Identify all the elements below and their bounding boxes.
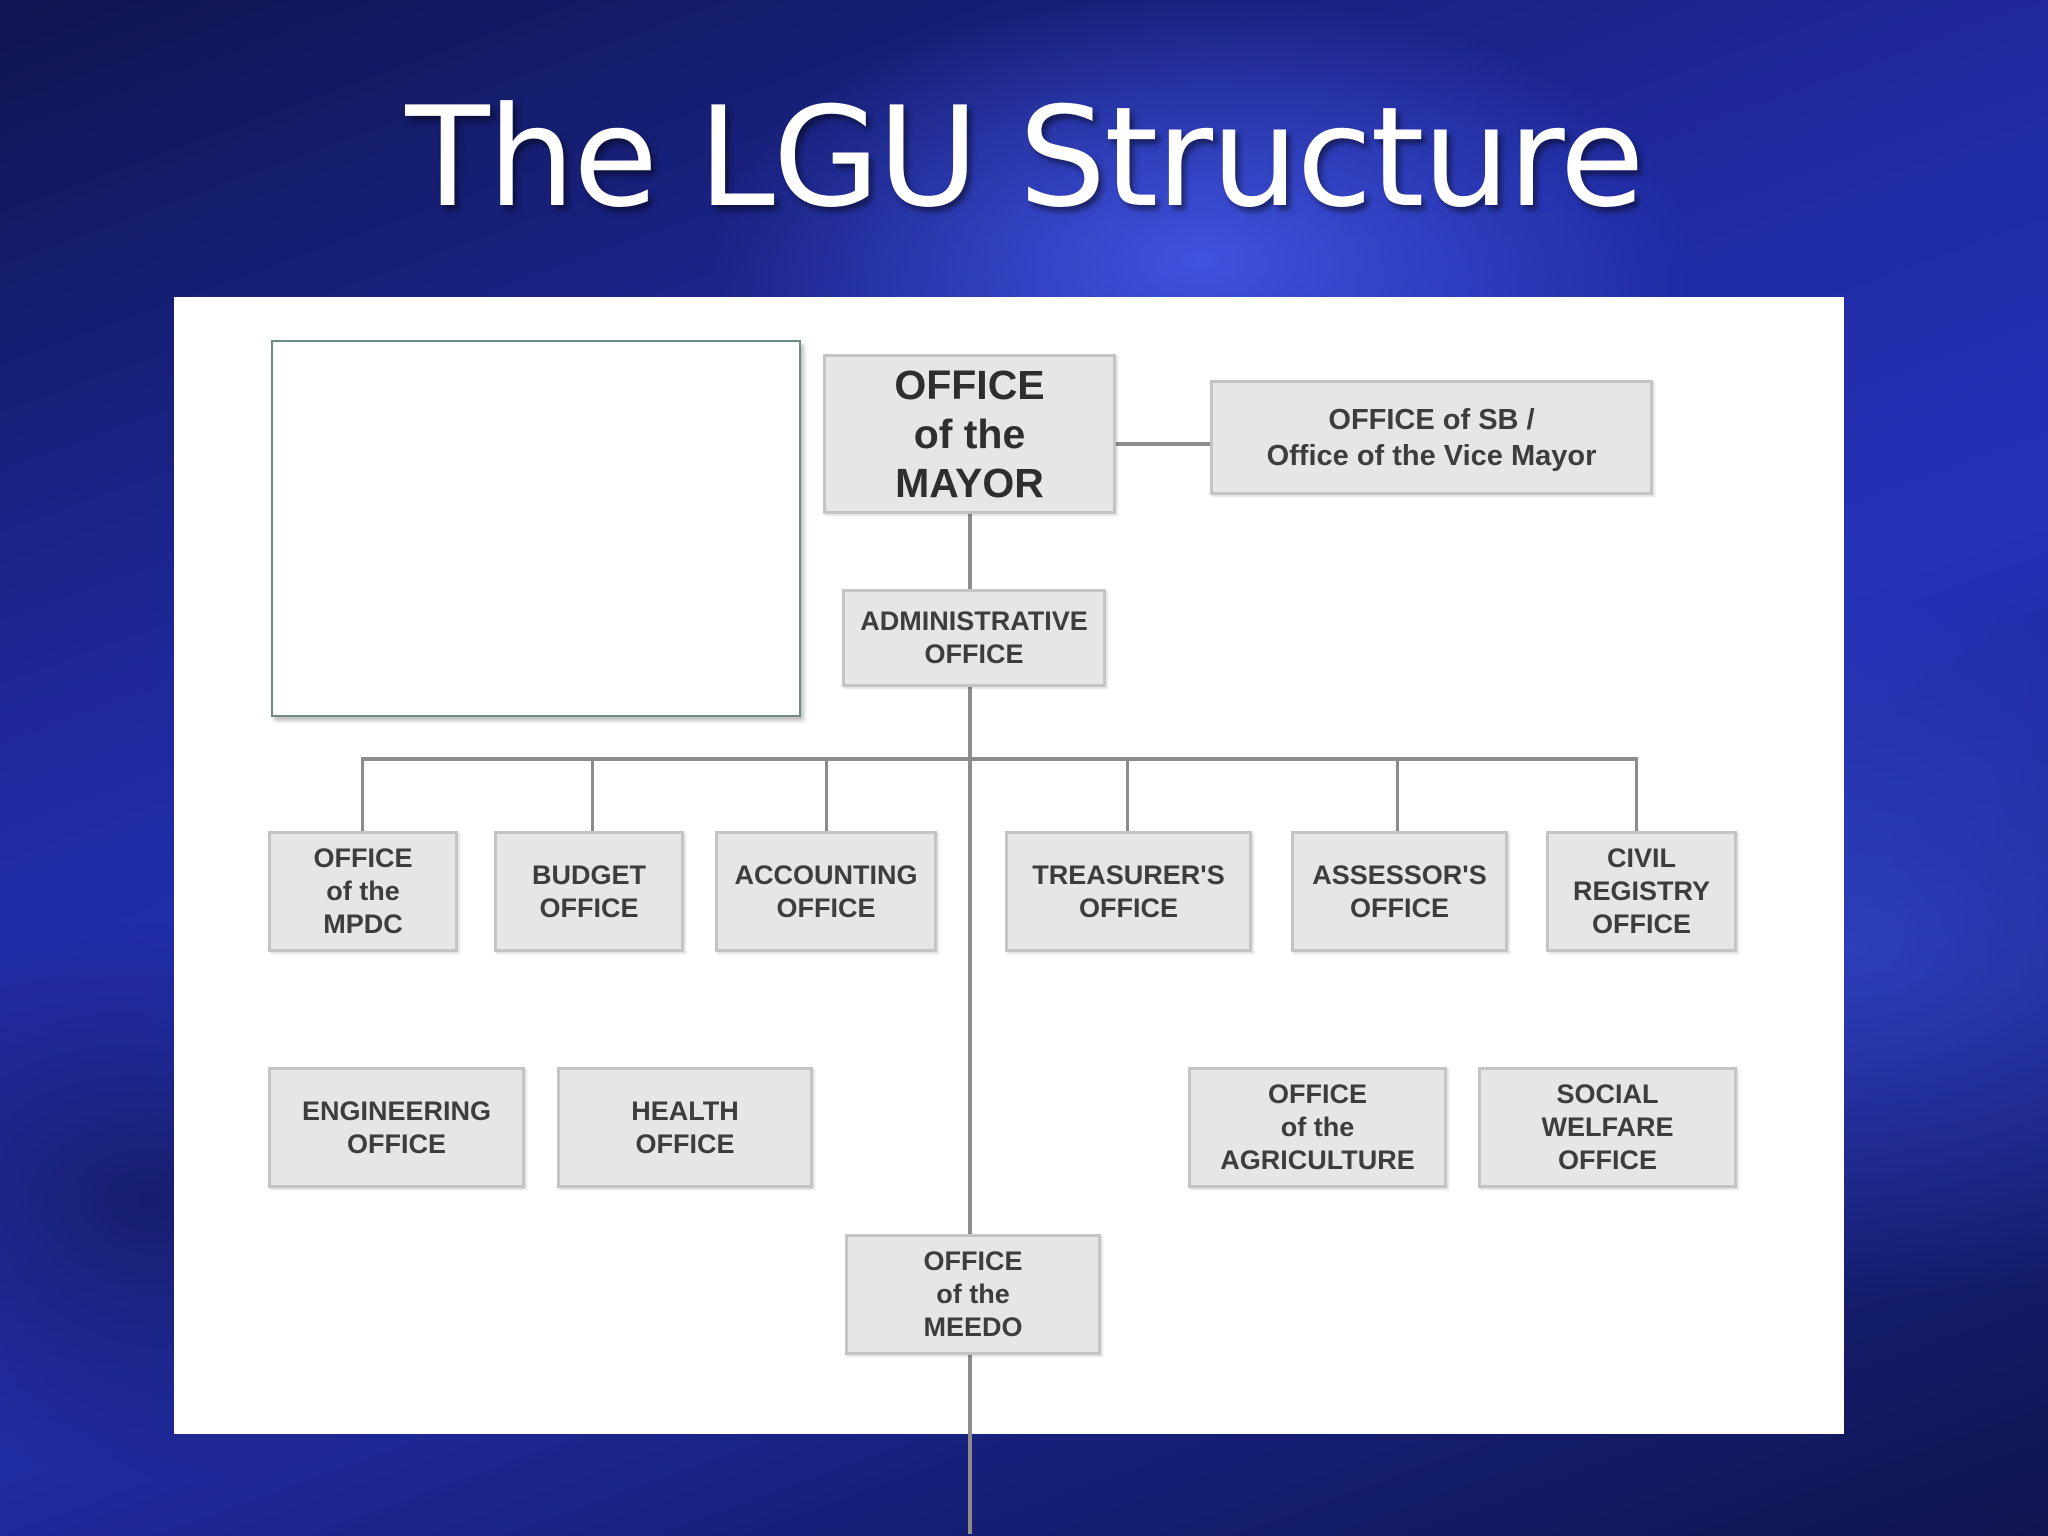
blank-placeholder-box — [271, 340, 801, 717]
civil-registry-office-label: CIVIL REGISTRY OFFICE — [1572, 843, 1711, 939]
budget-office-label: BUDGET OFFICE — [532, 859, 646, 923]
org-chart-panel: OFFICE of the MAYOR OFFICE of SB / Offic… — [174, 297, 1844, 1534]
office-of-the-meedo: OFFICE of the MEEDO — [845, 1234, 1101, 1355]
health-office: HEALTH OFFICE — [557, 1067, 813, 1188]
office-of-the-mpdc-label: OFFICE of the MPDC — [313, 843, 413, 939]
connector-mayor-sb — [1114, 442, 1210, 446]
office-of-the-mpdc: OFFICE of the MPDC — [268, 831, 458, 952]
office-of-the-meedo-label: OFFICE of the MEEDO — [923, 1246, 1023, 1342]
connector-drop-civil-registry — [1635, 757, 1638, 851]
administrative-office-label: ADMINISTRATIVE OFFICE — [860, 606, 1088, 669]
assessors-office-label: ASSESSOR'S OFFICE — [1312, 859, 1487, 923]
office-of-sb-vice-mayor-label: OFFICE of SB / Office of the Vice Mayor — [1266, 403, 1597, 472]
connector-horizontal-bar — [361, 757, 1638, 761]
office-of-the-agriculture-label: OFFICE of the AGRICULTURE — [1220, 1079, 1415, 1175]
treasurers-office-label: TREASURER'S OFFICE — [1032, 859, 1225, 923]
connector-drop-accounting — [825, 757, 828, 851]
connector-drop-assessor — [1396, 757, 1399, 851]
health-office-label: HEALTH OFFICE — [631, 1095, 739, 1159]
administrative-office: ADMINISTRATIVE OFFICE — [842, 589, 1106, 687]
office-of-sb-vice-mayor: OFFICE of SB / Office of the Vice Mayor — [1210, 380, 1653, 495]
civil-registry-office: CIVIL REGISTRY OFFICE — [1546, 831, 1737, 952]
budget-office: BUDGET OFFICE — [494, 831, 684, 952]
connector-mayor-admin — [968, 513, 972, 589]
accounting-office: ACCOUNTING OFFICE — [715, 831, 937, 952]
office-of-the-agriculture: OFFICE of the AGRICULTURE — [1188, 1067, 1447, 1188]
office-of-the-mayor: OFFICE of the MAYOR — [823, 354, 1116, 514]
connector-drop-treasurer — [1126, 757, 1129, 851]
connector-drop-budget — [591, 757, 594, 851]
social-welfare-office-label: SOCIAL WELFARE OFFICE — [1541, 1079, 1674, 1175]
engineering-office-label: ENGINEERING OFFICE — [301, 1095, 492, 1159]
accounting-office-label: ACCOUNTING OFFICE — [734, 859, 918, 923]
engineering-office: ENGINEERING OFFICE — [268, 1067, 525, 1188]
social-welfare-office: SOCIAL WELFARE OFFICE — [1478, 1067, 1737, 1188]
office-of-the-mayor-label: OFFICE of the MAYOR — [894, 361, 1045, 506]
treasurers-office: TREASURER'S OFFICE — [1005, 831, 1252, 952]
connector-main-trunk — [968, 687, 972, 1534]
connector-drop-mpdc — [361, 757, 364, 851]
assessors-office: ASSESSOR'S OFFICE — [1291, 831, 1508, 952]
slide-title: The LGU Structure — [405, 77, 1644, 238]
